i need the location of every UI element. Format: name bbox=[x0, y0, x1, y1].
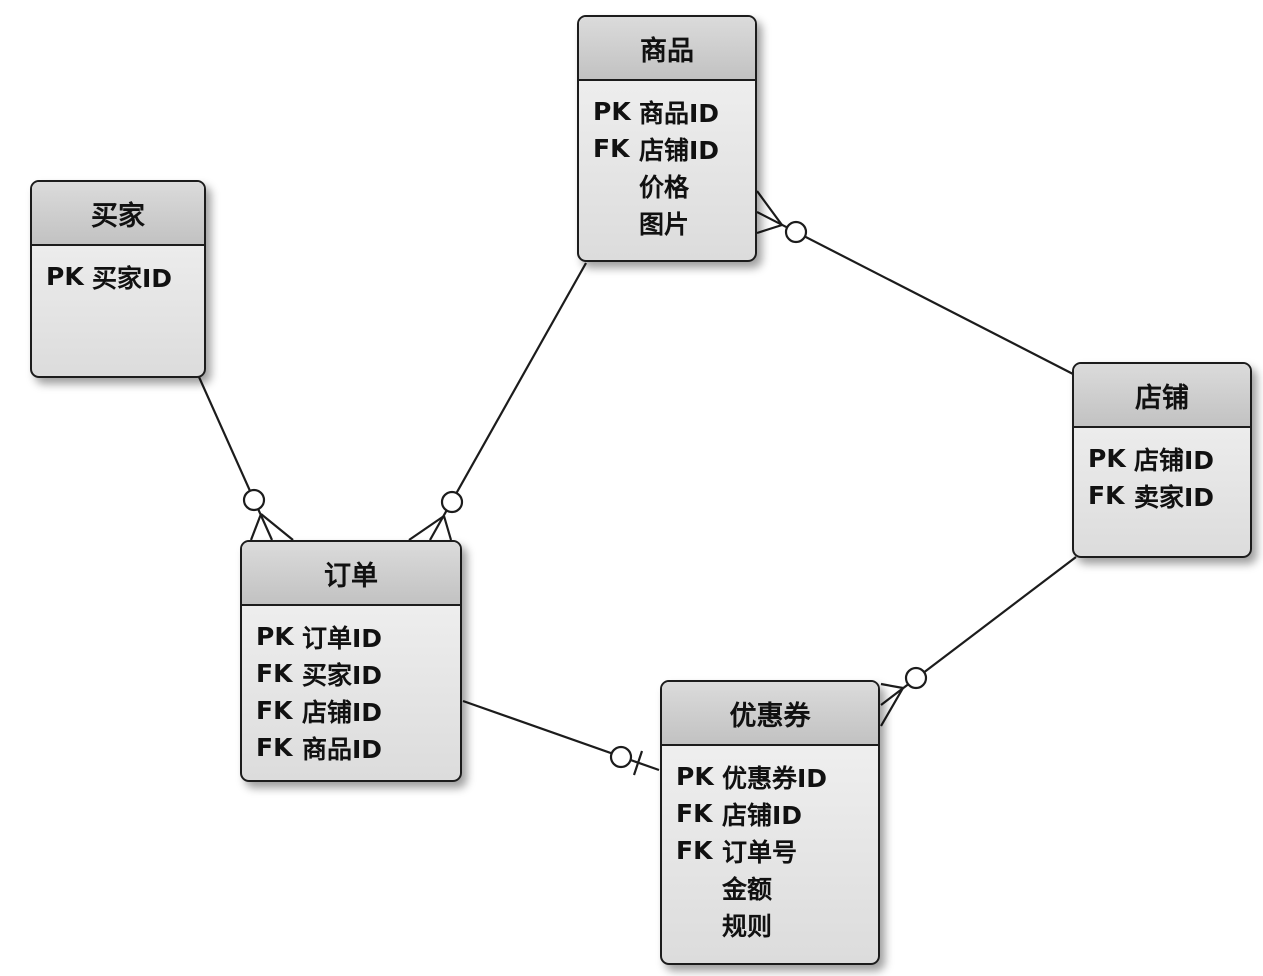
entity-coupon: 优惠券 PK 优惠券ID FK 店铺ID FK 订单号 金额 规则 bbox=[660, 680, 880, 965]
attr-key-tag: FK bbox=[256, 733, 293, 762]
zero-circle-icon bbox=[904, 666, 928, 690]
attribute-row: PK 订单ID bbox=[256, 618, 454, 655]
entity-attributes: PK 商品ID FK 店铺ID 价格 图片 bbox=[579, 81, 755, 241]
attr-name: 店铺ID bbox=[1134, 445, 1215, 475]
attr-key-tag: FK bbox=[593, 134, 630, 163]
zero-circle-icon bbox=[609, 745, 633, 769]
attr-name: 店铺ID bbox=[722, 800, 803, 830]
attribute-row: PK 优惠券ID bbox=[676, 758, 872, 795]
attr-name: 商品ID bbox=[302, 734, 383, 764]
attribute-row: FK 店铺ID bbox=[256, 692, 454, 729]
attr-name: 卖家ID bbox=[1134, 482, 1215, 512]
attr-key-tag: PK bbox=[1088, 444, 1126, 473]
attribute-row: 价格 bbox=[593, 167, 749, 204]
attr-name: 商品ID bbox=[639, 98, 720, 128]
entity-attributes: PK 买家ID bbox=[32, 246, 204, 295]
relationship-shop-product bbox=[756, 190, 1074, 375]
attr-name: 订单ID bbox=[302, 623, 383, 653]
attribute-row: FK 商品ID bbox=[256, 729, 454, 766]
attr-name: 价格 bbox=[639, 172, 690, 202]
connector-line bbox=[756, 211, 1074, 375]
crow-foot-icon bbox=[880, 687, 904, 727]
entity-product: 商品 PK 商品ID FK 店铺ID 价格 图片 bbox=[577, 15, 757, 262]
attr-key-tag: PK bbox=[256, 622, 294, 651]
attribute-row: PK 店铺ID bbox=[1088, 440, 1244, 477]
entity-attributes: PK 订单ID FK 买家ID FK 店铺ID FK 商品ID bbox=[242, 606, 460, 766]
entity-title: 优惠券 bbox=[662, 682, 878, 746]
attr-key-tag: PK bbox=[46, 262, 84, 291]
attribute-row: FK 卖家ID bbox=[1088, 477, 1244, 514]
connector-line bbox=[197, 376, 274, 541]
crow-foot-icon bbox=[756, 190, 783, 226]
crow-foot-icon bbox=[880, 682, 904, 690]
attribute-row: FK 店铺ID bbox=[593, 130, 749, 167]
entity-attributes: PK 店铺ID FK 卖家ID bbox=[1074, 428, 1250, 514]
zero-circle-icon bbox=[242, 488, 266, 512]
entity-attributes: PK 优惠券ID FK 店铺ID FK 订单号 金额 规则 bbox=[662, 746, 878, 943]
attr-name: 店铺ID bbox=[302, 697, 383, 727]
entity-shop: 店铺 PK 店铺ID FK 卖家ID bbox=[1072, 362, 1252, 558]
relationship-buyer-order bbox=[197, 376, 294, 541]
attr-name: 店铺ID bbox=[639, 135, 720, 165]
attr-key-tag: FK bbox=[1088, 481, 1125, 510]
attr-key-tag: FK bbox=[256, 696, 293, 725]
attr-name: 买家ID bbox=[92, 263, 173, 293]
attr-key-tag: FK bbox=[676, 799, 713, 828]
attr-name: 买家ID bbox=[302, 660, 383, 690]
crow-foot-icon bbox=[756, 223, 783, 235]
entity-order: 订单 PK 订单ID FK 买家ID FK 店铺ID FK 商品ID bbox=[240, 540, 462, 782]
attribute-row: PK 商品ID bbox=[593, 93, 749, 130]
one-tick-icon bbox=[632, 750, 644, 776]
attribute-row: PK 买家ID bbox=[46, 258, 198, 295]
zero-circle-icon bbox=[440, 490, 464, 514]
attribute-row: FK 订单号 bbox=[676, 832, 872, 869]
entity-title: 店铺 bbox=[1074, 364, 1250, 428]
attr-name: 优惠券ID bbox=[722, 763, 828, 793]
zero-circle-icon bbox=[784, 220, 808, 244]
attr-key-tag: FK bbox=[676, 836, 713, 865]
entity-title: 商品 bbox=[579, 17, 755, 81]
relationship-order-coupon bbox=[462, 699, 660, 776]
crow-foot-icon bbox=[249, 513, 263, 541]
relationship-shop-coupon bbox=[880, 556, 1077, 727]
attr-name: 规则 bbox=[722, 911, 773, 941]
attr-key-tag: PK bbox=[676, 762, 714, 791]
crow-foot-icon bbox=[408, 515, 445, 541]
attr-key-tag: FK bbox=[256, 659, 293, 688]
crow-foot-icon bbox=[442, 515, 453, 541]
entity-title: 订单 bbox=[242, 542, 460, 606]
attr-name: 订单号 bbox=[722, 837, 798, 867]
attr-name: 图片 bbox=[639, 209, 690, 239]
attr-key-tag: PK bbox=[593, 97, 631, 126]
relationship-product-order bbox=[408, 262, 587, 541]
attribute-row: 图片 bbox=[593, 204, 749, 241]
attribute-row: 规则 bbox=[676, 906, 872, 943]
entity-title: 买家 bbox=[32, 182, 204, 246]
crow-foot-icon bbox=[260, 513, 294, 541]
attribute-row: 金额 bbox=[676, 869, 872, 906]
attr-name: 金额 bbox=[722, 874, 773, 904]
attribute-row: FK 买家ID bbox=[256, 655, 454, 692]
attribute-row: FK 店铺ID bbox=[676, 795, 872, 832]
entity-buyer: 买家 PK 买家ID bbox=[30, 180, 206, 378]
